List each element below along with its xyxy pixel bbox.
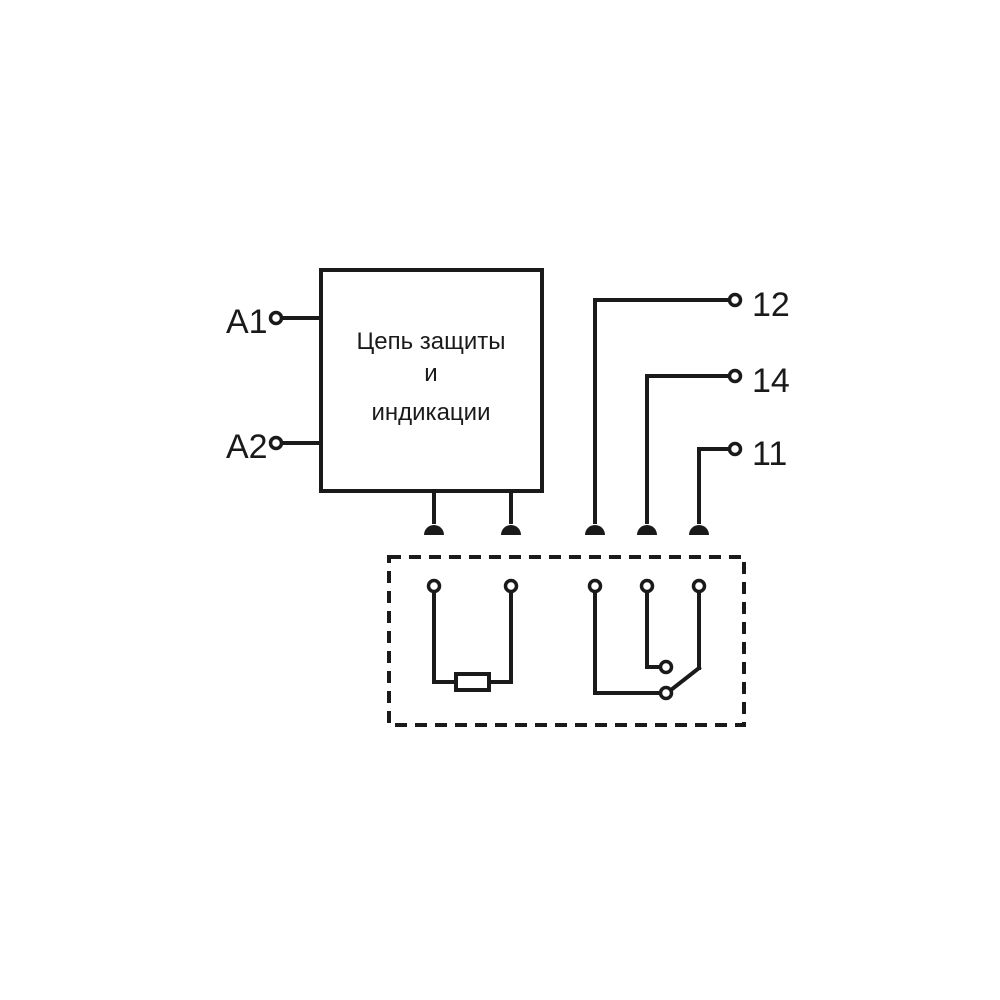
label-11: 11 [752,435,787,473]
terminal-14[interactable] [727,368,743,384]
resistor-wire [432,590,458,684]
contact-wire-12 [593,590,662,695]
wire-12 [593,298,731,524]
a2-terminal[interactable] [268,435,284,451]
label-14: 14 [752,362,790,400]
a1-terminal[interactable] [268,310,284,326]
socket-pin-3 [587,578,603,594]
plug-connectors [424,525,709,535]
contact-wire-14 [645,590,663,669]
plug-connector-1 [424,525,444,535]
wire-14 [645,374,731,524]
plug-connector-2 [501,525,521,535]
block-text-line-3: индикации [371,399,490,426]
socket-pin-2 [503,578,519,594]
contact-point-14 [658,659,674,675]
plug-connector-3 [585,525,605,535]
label-12: 12 [752,286,790,324]
block-text-line-1: Цепь защиты [356,328,505,355]
resistor-wire-return [487,590,513,684]
resistor-symbol [454,672,491,692]
contact-lever [668,665,702,693]
wire-11 [697,447,731,524]
socket-pin-5 [691,578,707,594]
terminal-12[interactable] [727,292,743,308]
protection-indication-block [319,268,544,493]
terminal-11[interactable] [727,441,743,457]
block-text-line-2: и [424,360,437,387]
a2-label: A2 [226,428,268,466]
plug-connector-4 [637,525,657,535]
a1-label: A1 [226,303,268,341]
contact-point-12 [658,685,674,701]
socket-enclosure [387,555,746,727]
socket-pin-1 [426,578,442,594]
plug-connector-5 [689,525,709,535]
socket-pin-4 [639,578,655,594]
